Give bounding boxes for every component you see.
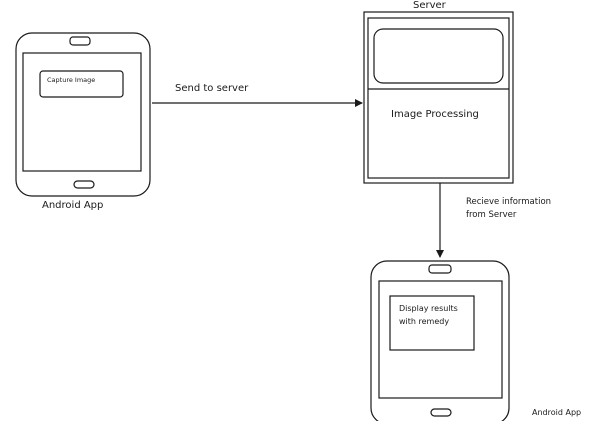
send-to-server-label: Send to server xyxy=(175,83,249,94)
display-line-1: Display results xyxy=(399,304,458,313)
android-app-caption-result: Android App xyxy=(532,408,582,417)
server-box xyxy=(363,11,514,184)
image-processing-label: Image Processing xyxy=(391,109,479,120)
server-title: Server xyxy=(413,0,446,11)
display-results-label: Display results with remedy xyxy=(399,302,458,328)
display-results-box xyxy=(389,295,475,351)
receive-information-label: Recieve information from Server xyxy=(466,196,551,222)
capture-image-button[interactable] xyxy=(39,70,124,98)
phone-screen xyxy=(22,52,142,172)
phone-screen xyxy=(378,280,503,399)
android-phone-source xyxy=(15,32,151,197)
server-outer-frame xyxy=(363,11,514,184)
phone-home-button xyxy=(430,408,452,417)
display-line-2: with remedy xyxy=(399,317,450,326)
android-app-caption: Android App xyxy=(42,200,104,211)
server-display-panel xyxy=(373,28,504,84)
phone-speaker xyxy=(69,36,91,46)
server-inner-frame xyxy=(367,17,510,179)
phone-body xyxy=(370,260,510,421)
receive-line-2: from Server xyxy=(466,210,517,220)
phone-body xyxy=(15,32,151,197)
android-phone-result xyxy=(370,260,510,421)
phone-home-button xyxy=(73,180,95,189)
receive-line-1: Recieve information xyxy=(466,197,552,207)
capture-image-label: Capture Image xyxy=(47,76,96,84)
phone-speaker xyxy=(428,264,452,274)
